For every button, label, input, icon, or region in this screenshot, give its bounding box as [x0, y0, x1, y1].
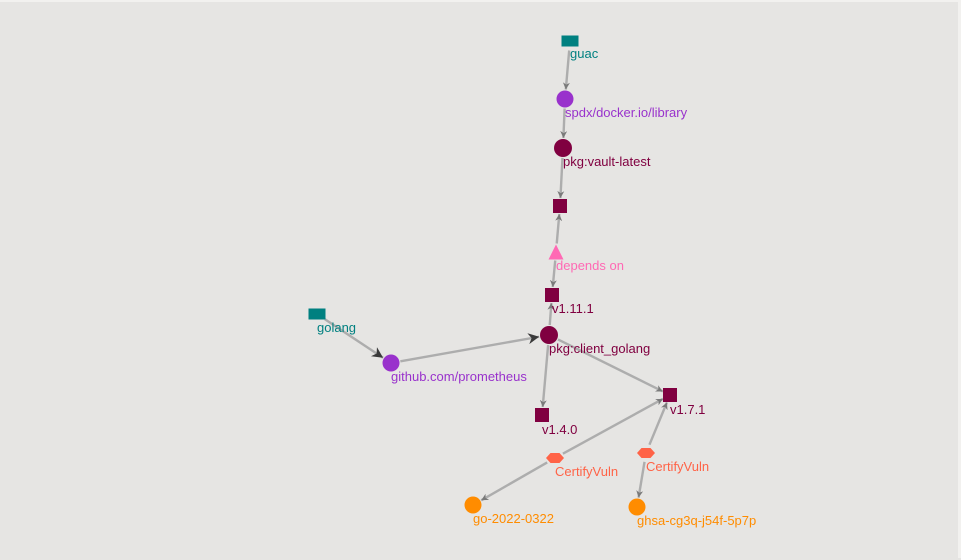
circle-node-icon[interactable] [464, 496, 482, 514]
graph-node-depends-on[interactable] [548, 244, 564, 260]
graph-node-v1-4-0[interactable] [535, 408, 549, 422]
edge-cv2-to-v1_7_1[interactable] [648, 401, 669, 446]
graph-node-guac[interactable] [561, 35, 579, 47]
square-node-icon[interactable] [561, 35, 579, 47]
graph-node-v1-7-1[interactable] [663, 388, 677, 402]
square-node-icon[interactable] [308, 308, 326, 320]
node-label: CertifyVuln [555, 464, 618, 479]
edge-vault-to-vault_ver[interactable] [557, 157, 565, 199]
square-node-icon[interactable] [535, 408, 549, 422]
node-label: CertifyVuln [646, 459, 709, 474]
hexagon-node-icon[interactable] [637, 448, 655, 458]
node-label: github.com/prometheus [391, 369, 527, 384]
edge-cv2-to-ghsa[interactable] [636, 461, 646, 498]
edge-client_golang-to-v1_7_1[interactable] [557, 338, 664, 393]
circle-node-icon[interactable] [540, 326, 558, 344]
square-node-icon[interactable] [663, 388, 677, 402]
node-label: golang [317, 320, 356, 335]
graph-node-spdx[interactable] [556, 90, 574, 108]
node-label: go-2022-0322 [473, 511, 554, 526]
node-label: depends on [556, 258, 624, 273]
edge-guac-to-spdx[interactable] [562, 50, 571, 90]
graph-node-ghsa[interactable] [628, 498, 646, 516]
node-label: v1.4.0 [542, 422, 577, 437]
triangle-node-icon[interactable] [548, 244, 564, 260]
edge-prometheus-to-client_golang[interactable] [400, 333, 540, 363]
edge-golang-to-prometheus[interactable] [324, 318, 384, 359]
edge-depends_on-to-vault_ver[interactable] [555, 213, 563, 244]
edge-client_golang-to-v1_4_0[interactable] [539, 344, 550, 408]
node-label: ghsa-cg3q-j54f-5p7p [637, 513, 756, 528]
node-label: spdx/docker.io/library [565, 105, 688, 120]
graph-node-golang[interactable] [308, 308, 326, 320]
node-label: v1.11.1 [552, 301, 594, 316]
square-node-icon[interactable] [545, 288, 559, 302]
circle-node-icon[interactable] [554, 139, 572, 157]
graph-node-vault-ver[interactable] [553, 199, 567, 213]
node-label: pkg:client_golang [549, 341, 650, 356]
graph-node-v1-11-1[interactable] [545, 288, 559, 302]
node-label: guac [570, 46, 599, 61]
graph-node-go-2022[interactable] [464, 496, 482, 514]
circle-node-icon[interactable] [556, 90, 574, 108]
edge-cv1-to-v1_7_1[interactable] [562, 397, 664, 455]
circle-node-icon[interactable] [628, 498, 646, 516]
graph-node-cv2[interactable] [637, 448, 655, 458]
circle-node-icon[interactable] [382, 354, 400, 372]
square-node-icon[interactable] [553, 199, 567, 213]
edge-depends_on-to-v1_11_1[interactable] [549, 260, 557, 288]
graph-node-vault[interactable] [554, 139, 572, 157]
graph-node-client-golang[interactable] [540, 326, 558, 344]
nodes-layer [308, 35, 677, 516]
node-label: pkg:vault-latest [563, 154, 651, 169]
edges-layer [324, 50, 669, 502]
node-label: v1.7.1 [670, 402, 705, 417]
labels-layer: guac spdx/docker.io/library pkg:vault-late… [317, 46, 756, 528]
hexagon-node-icon[interactable] [546, 453, 564, 463]
graph-node-cv1[interactable] [546, 453, 564, 463]
edge-spdx-to-vault[interactable] [560, 108, 568, 139]
edge-cv1-to-go_2022[interactable] [480, 461, 548, 502]
graph-node-prometheus[interactable] [382, 354, 400, 372]
edge-client_golang-to-v1_11_1[interactable] [547, 302, 555, 326]
